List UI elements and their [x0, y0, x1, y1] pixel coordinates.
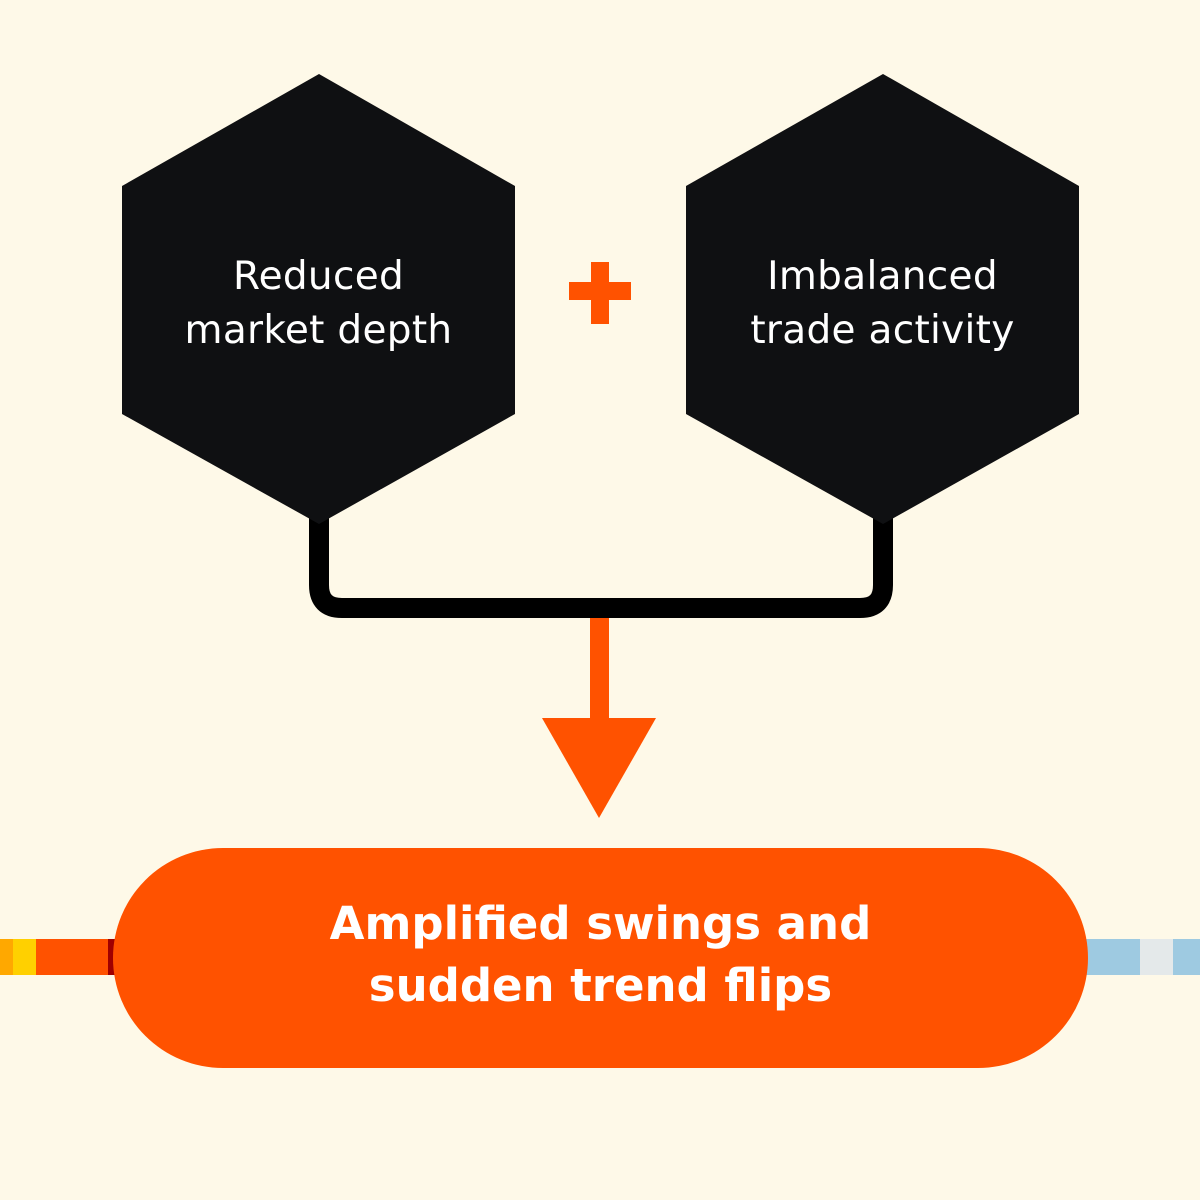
left-decorative-bar [0, 939, 116, 975]
plus-icon [569, 262, 631, 324]
label-line: Amplified swings and [329, 897, 872, 950]
hexagon-label-reduced-market-depth: Reduced market depth [122, 250, 515, 358]
label-line: Imbalanced [767, 254, 998, 299]
hexagon-imbalanced-trade-activity [686, 74, 1079, 524]
result-pill [113, 848, 1088, 1068]
label-line: Reduced [232, 254, 405, 299]
left-bar-segment-3 [36, 939, 108, 975]
arrow-down-icon [542, 618, 656, 818]
hexagon-reduced-market-depth [122, 74, 515, 524]
result-label: Amplified swings and sudden trend flips [113, 893, 1088, 1017]
label-line: market depth [184, 308, 453, 353]
label-line: sudden trend flips [368, 959, 833, 1012]
connector-bracket [309, 515, 893, 618]
right-bar-segment-1 [1084, 939, 1140, 975]
right-bar-segment-3 [1173, 939, 1200, 975]
right-decorative-bar [1084, 939, 1200, 975]
left-bar-segment-2 [13, 939, 36, 975]
right-bar-segment-2 [1140, 939, 1173, 975]
label-line: trade activity [750, 308, 1015, 353]
hexagon-label-imbalanced-trade-activity: Imbalanced trade activity [686, 250, 1079, 358]
left-bar-segment-4 [108, 939, 116, 975]
left-bar-segment-1 [0, 939, 13, 975]
